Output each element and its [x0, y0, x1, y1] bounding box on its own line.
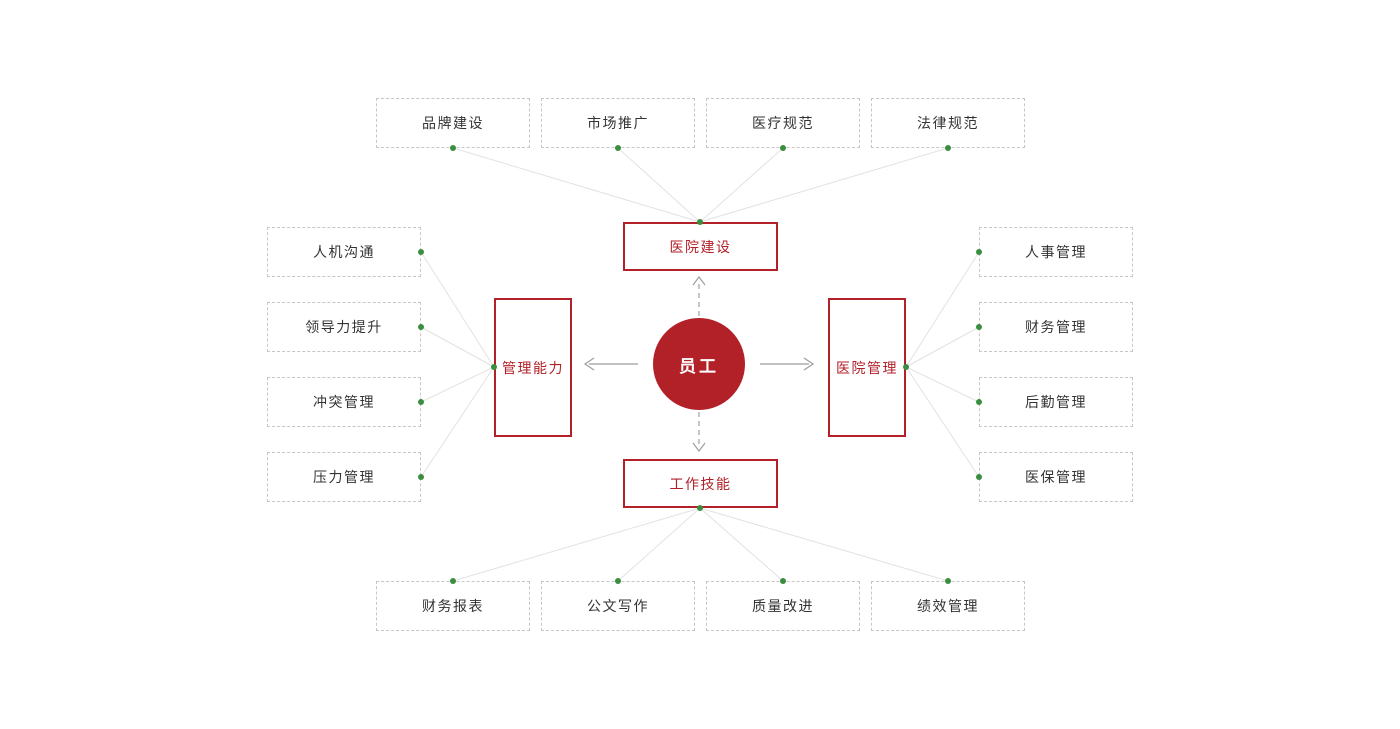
- leaf-node-label: 公文写作: [587, 598, 649, 614]
- leaf-node-label: 人事管理: [1025, 244, 1087, 260]
- leaf-node-label: 品牌建设: [422, 115, 484, 131]
- leaf-node-label: 人机沟通: [313, 244, 375, 260]
- leaf-node-label: 财务管理: [1025, 319, 1087, 335]
- connector-line: [452, 507, 701, 582]
- branch-node-management-ability: 管理能力: [494, 298, 572, 437]
- connector-line: [905, 366, 980, 403]
- branch-node-label: 医院建设: [669, 238, 732, 255]
- connector-line: [617, 507, 701, 582]
- leaf-node-market-promotion: 市场推广: [541, 98, 695, 148]
- connector-line: [420, 366, 495, 403]
- leaf-node-label: 医疗规范: [752, 115, 814, 131]
- connector-line: [905, 251, 980, 368]
- branch-node-label: 管理能力: [502, 359, 564, 376]
- connector-line: [905, 326, 980, 368]
- leaf-node-label: 法律规范: [917, 115, 979, 131]
- connector-line: [699, 507, 949, 582]
- leaf-node-medical-standards: 医疗规范: [706, 98, 860, 148]
- connector-line: [699, 507, 784, 582]
- leaf-node-label: 医保管理: [1025, 469, 1087, 485]
- leaf-node-hr-management: 人事管理: [979, 227, 1133, 277]
- leaf-node-label: 质量改进: [752, 598, 814, 614]
- branch-node-hospital-management: 医院管理: [828, 298, 906, 437]
- connector-line: [420, 251, 495, 368]
- arrow-down-head: [692, 442, 706, 452]
- leaf-node-label: 市场推广: [587, 115, 649, 131]
- connector-line: [699, 147, 949, 223]
- leaf-node-leadership-improvement: 领导力提升: [267, 302, 421, 352]
- connector-line: [420, 326, 495, 368]
- leaf-node-label: 领导力提升: [305, 319, 383, 335]
- leaf-node-brand-building: 品牌建设: [376, 98, 530, 148]
- branch-node-label: 工作技能: [669, 475, 732, 492]
- leaf-node-label: 后勤管理: [1025, 394, 1087, 410]
- branch-node-work-skills: 工作技能: [623, 459, 778, 508]
- center-node-label: 员工: [679, 356, 719, 376]
- center-node-employee: 员工: [653, 318, 745, 410]
- leaf-node-legal-standards: 法律规范: [871, 98, 1025, 148]
- branch-node-label: 医院管理: [836, 359, 898, 376]
- leaf-node-financial-reports: 财务报表: [376, 581, 530, 631]
- leaf-node-performance-management: 绩效管理: [871, 581, 1025, 631]
- leaf-node-medical-insurance-management: 医保管理: [979, 452, 1133, 502]
- connector-line: [905, 366, 980, 478]
- arrow-left-head: [583, 357, 595, 371]
- leaf-node-quality-improvement: 质量改进: [706, 581, 860, 631]
- leaf-node-label: 财务报表: [422, 598, 484, 614]
- leaf-node-official-writing: 公文写作: [541, 581, 695, 631]
- leaf-node-finance-management: 财务管理: [979, 302, 1133, 352]
- leaf-node-stress-management: 压力管理: [267, 452, 421, 502]
- branch-node-hospital-construction: 医院建设: [623, 222, 778, 271]
- leaf-node-conflict-management: 冲突管理: [267, 377, 421, 427]
- connector-line: [617, 147, 701, 223]
- leaf-node-label: 冲突管理: [313, 394, 375, 410]
- leaf-node-label: 绩效管理: [917, 598, 979, 614]
- connector-line: [452, 147, 701, 223]
- arrow-right-head: [803, 357, 815, 371]
- leaf-node-label: 压力管理: [313, 469, 375, 485]
- connector-line: [699, 147, 784, 223]
- leaf-node-communication: 人机沟通: [267, 227, 421, 277]
- leaf-node-logistics-management: 后勤管理: [979, 377, 1133, 427]
- arrow-up-head: [692, 276, 706, 286]
- connector-line: [420, 366, 495, 478]
